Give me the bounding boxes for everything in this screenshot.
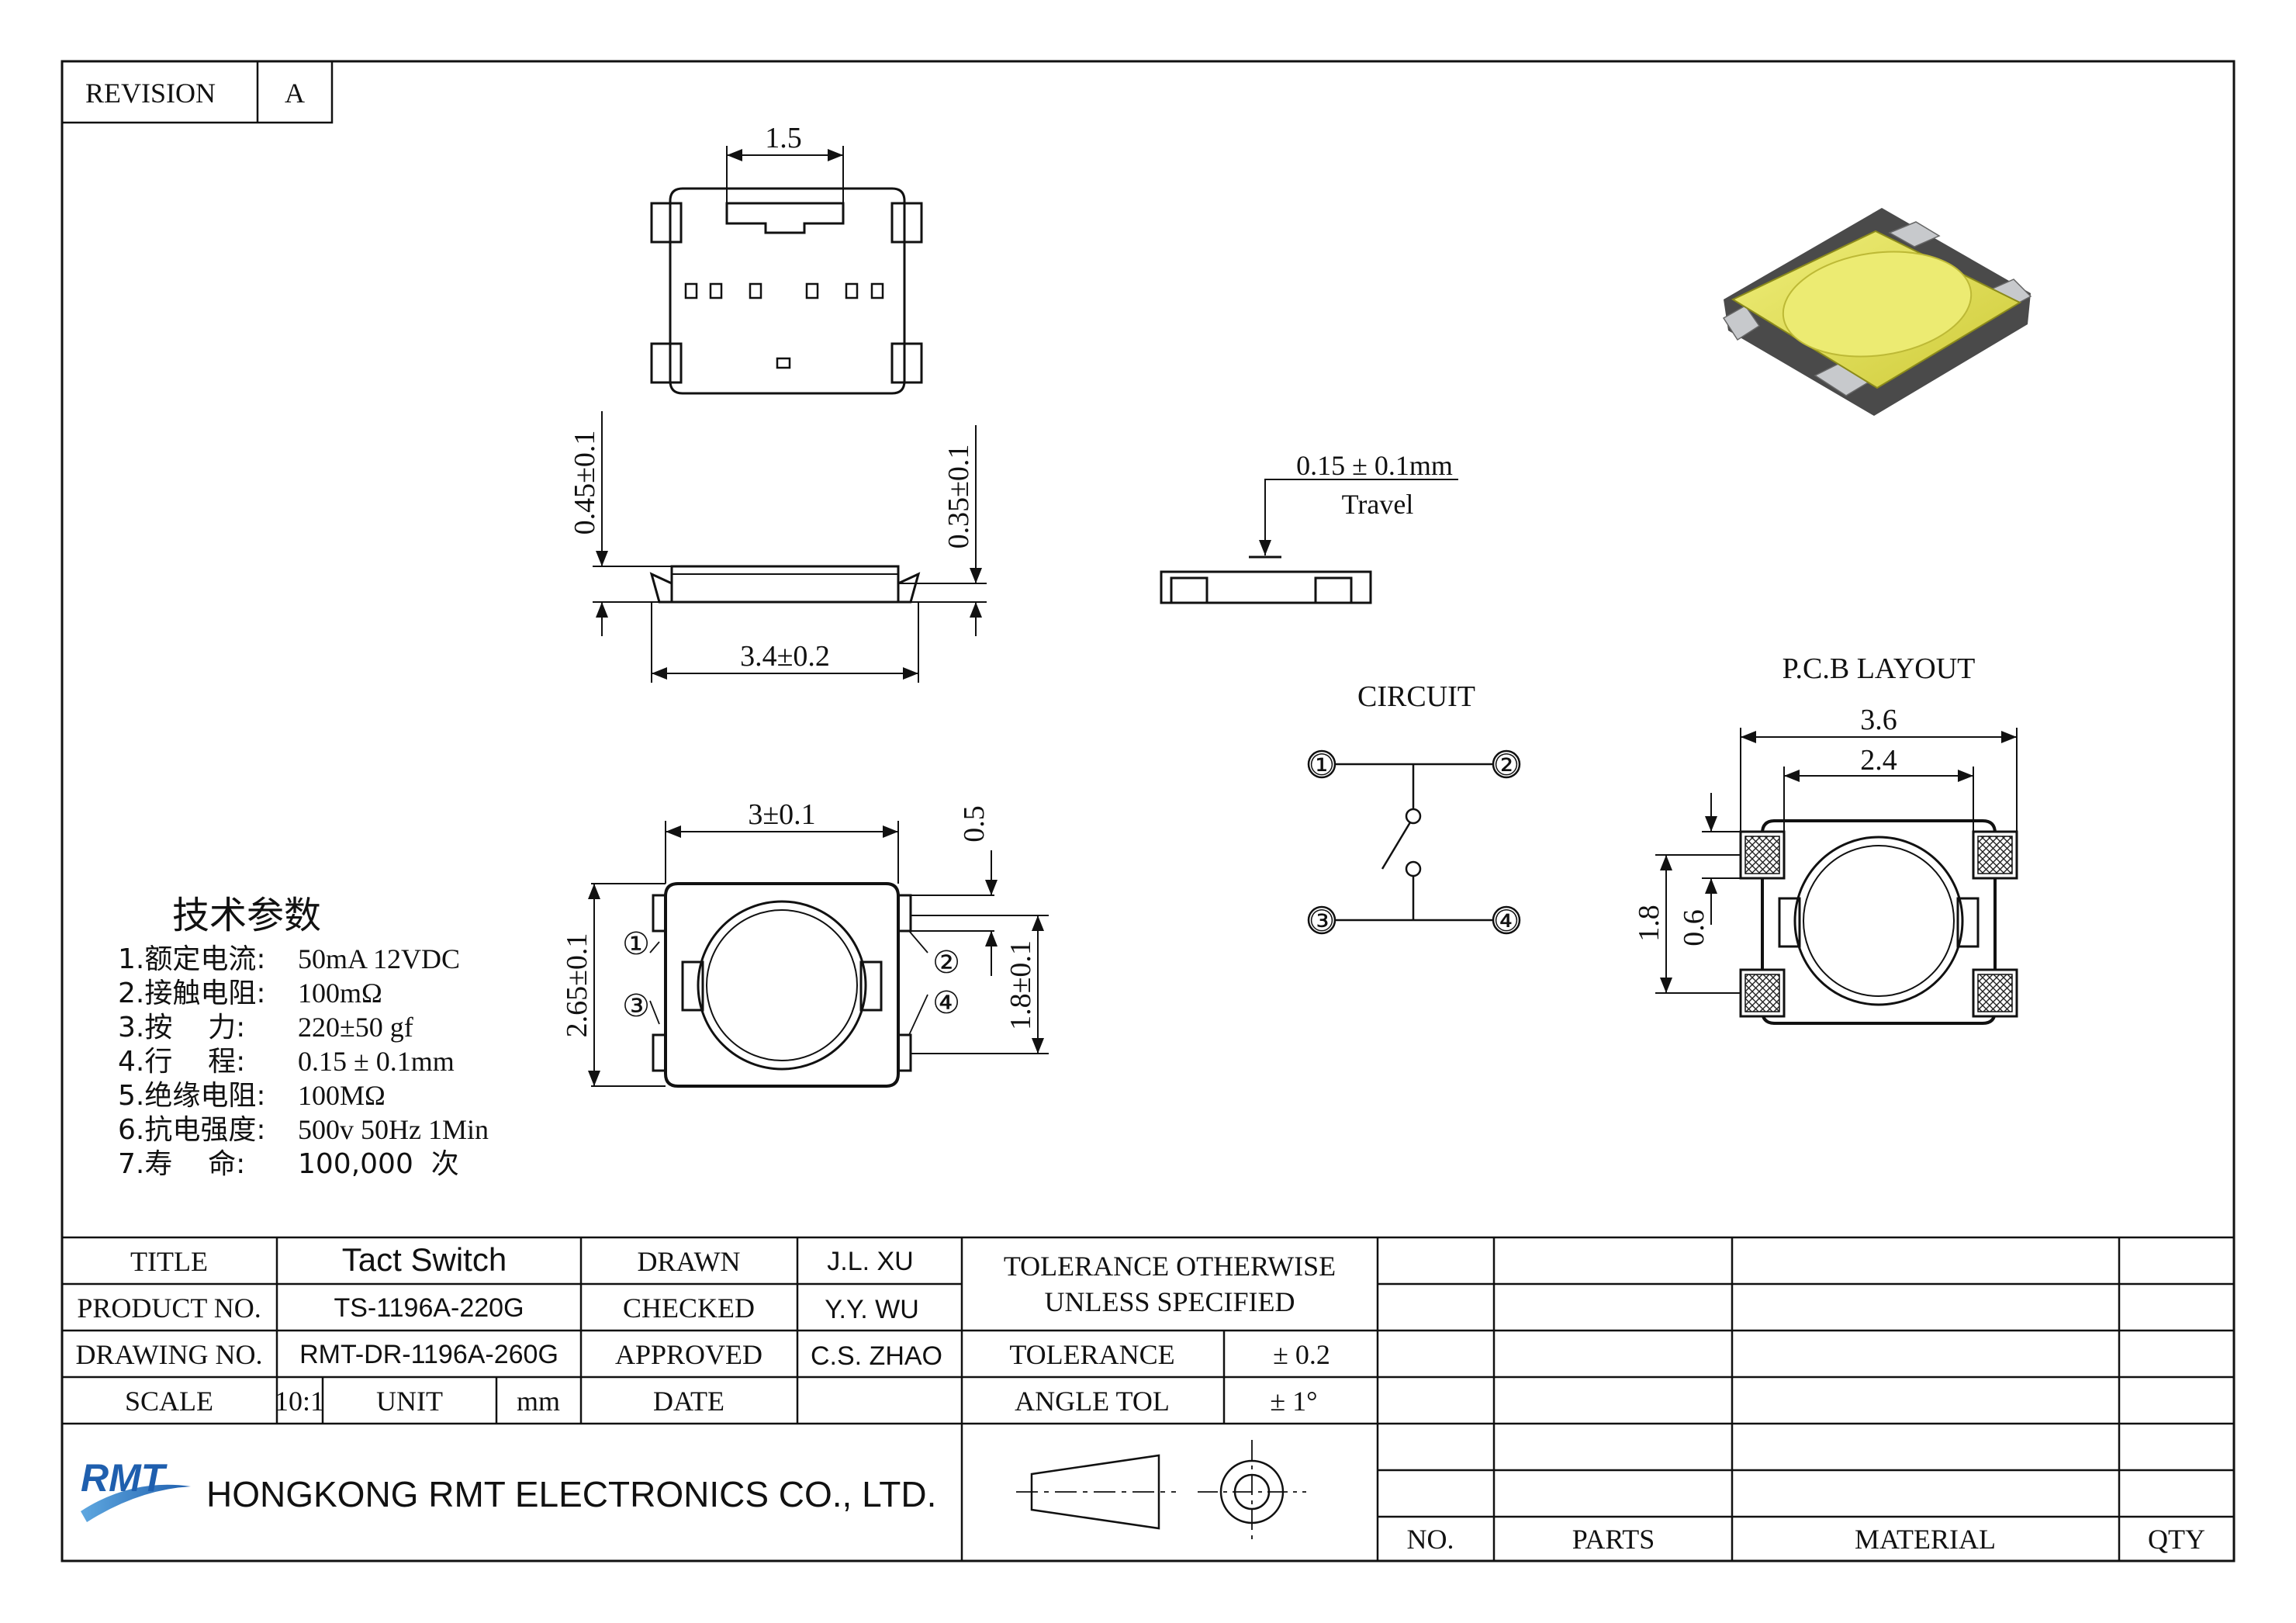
tolerance-label: TOLERANCE bbox=[1009, 1339, 1174, 1370]
revision-label: REVISION bbox=[85, 78, 216, 109]
circuit-title: CIRCUIT bbox=[1357, 680, 1475, 713]
circuit-pin-3: ③ bbox=[1309, 904, 1335, 938]
tolerance-value: ± 0.2 bbox=[1273, 1339, 1330, 1370]
checked-value: Y.Y. WU bbox=[825, 1295, 919, 1324]
spec-label: 2.接触电阻: bbox=[118, 978, 265, 1009]
parts-header-no: NO. bbox=[1407, 1524, 1454, 1555]
approved-value: C.S. ZHAO bbox=[811, 1341, 942, 1371]
circuit-schematic bbox=[1307, 749, 1521, 935]
circuit-pin-1: ① bbox=[1309, 748, 1335, 782]
dim-height-a: 0.45±0.1 bbox=[569, 431, 601, 535]
bottom-view-dimensions bbox=[588, 821, 1049, 1087]
pcb-dimensions bbox=[1655, 728, 2018, 994]
switch-3d-render bbox=[1722, 208, 2032, 416]
spec-value: 220±50 gf bbox=[298, 1012, 413, 1043]
title-label: TITLE bbox=[130, 1246, 208, 1277]
parts-header-qty: QTY bbox=[2148, 1524, 2205, 1555]
title-value: Tact Switch bbox=[342, 1241, 507, 1278]
bottom-pin-3: ③ bbox=[622, 988, 650, 1024]
parts-header-material: MATERIAL bbox=[1855, 1524, 1996, 1555]
pcb-layout bbox=[1739, 819, 2018, 1025]
drawing-value: RMT-DR-1196A-260G bbox=[299, 1340, 558, 1369]
side-view-dimensions bbox=[593, 411, 987, 683]
travel-leader bbox=[1259, 479, 1458, 555]
travel-value: 0.15 ± 0.1mm bbox=[1296, 450, 1453, 481]
spec-label: 7.寿 命: bbox=[118, 1148, 245, 1180]
dim-side-width: 3.4±0.2 bbox=[740, 640, 830, 673]
sheet-border bbox=[61, 60, 2235, 1562]
angle-value: ± 1° bbox=[1270, 1386, 1317, 1417]
date-label: DATE bbox=[653, 1386, 724, 1417]
pcb-inner-width: 2.4 bbox=[1860, 744, 1897, 777]
bottom-pin-leaders bbox=[649, 930, 928, 1036]
spec-value: 100mΩ bbox=[298, 978, 382, 1009]
spec-label: 3.按 力: bbox=[118, 1012, 245, 1043]
circuit-pin-4: ④ bbox=[1493, 904, 1520, 938]
revision-value: A bbox=[285, 78, 305, 109]
checked-label: CHECKED bbox=[623, 1293, 755, 1324]
drawing-label: DRAWING NO. bbox=[75, 1339, 262, 1370]
travel-view bbox=[1160, 555, 1372, 604]
tolerance-note-2: UNLESS SPECIFIED bbox=[1044, 1286, 1295, 1317]
tolerance-note-1: TOLERANCE OTHERWISE bbox=[1004, 1251, 1336, 1282]
bottom-pin-4: ④ bbox=[932, 985, 960, 1021]
spec-label: 4.行 程: bbox=[118, 1046, 245, 1078]
parts-table-header: NO. PARTS MATERIAL QTY bbox=[1407, 1524, 2206, 1555]
title-block: TITLE Tact Switch PRODUCT NO. TS-1196A-2… bbox=[75, 1241, 1336, 1417]
bottom-view bbox=[652, 882, 912, 1088]
unit-label: UNIT bbox=[376, 1386, 443, 1417]
side-view bbox=[649, 565, 921, 604]
spec-value: 100,000 次 bbox=[298, 1148, 459, 1180]
dim-bottom-width: 3±0.1 bbox=[748, 798, 815, 831]
pcb-pad: 0.6 bbox=[1678, 909, 1710, 946]
spec-label: 5.绝缘电阻: bbox=[118, 1080, 265, 1112]
bottom-pin-1: ① bbox=[622, 926, 650, 962]
spec-value: 0.15 ± 0.1mm bbox=[298, 1046, 455, 1077]
approved-label: APPROVED bbox=[615, 1339, 762, 1370]
unit-value: mm bbox=[517, 1386, 560, 1417]
specs-list: 1.额定电流: 50mA 12VDC 2.接触电阻: 100mΩ 3.按 力: … bbox=[118, 943, 489, 1180]
spec-value: 100MΩ bbox=[298, 1080, 386, 1111]
title-block-grid bbox=[62, 1236, 2234, 1561]
spec-label: 6.抗电强度: bbox=[118, 1114, 265, 1146]
angle-label: ANGLE TOL bbox=[1015, 1386, 1170, 1417]
product-label: PRODUCT NO. bbox=[77, 1293, 261, 1324]
drawn-label: DRAWN bbox=[637, 1246, 740, 1277]
product-value: TS-1196A-220G bbox=[334, 1293, 524, 1323]
specs-heading: 技术参数 bbox=[172, 894, 321, 937]
dim-pin-gap: 0.5 bbox=[958, 805, 991, 843]
revision-box: REVISION A bbox=[61, 60, 334, 124]
company-logo: RMT bbox=[81, 1456, 191, 1522]
scale-label: SCALE bbox=[125, 1386, 213, 1417]
dim-bottom-height: 2.65±0.1 bbox=[561, 933, 593, 1038]
top-view-dimension bbox=[726, 146, 844, 203]
dim-height-b: 0.35±0.1 bbox=[942, 445, 975, 549]
parts-header-parts: PARTS bbox=[1572, 1524, 1655, 1555]
scale-value: 10:1 bbox=[275, 1386, 324, 1417]
dim-top-width: 1.5 bbox=[765, 122, 802, 154]
projection-symbol bbox=[1016, 1440, 1306, 1544]
spec-label: 1.额定电流: bbox=[118, 943, 265, 975]
dim-pin-pitch: 1.8±0.1 bbox=[1004, 940, 1037, 1030]
pcb-title: P.C.B LAYOUT bbox=[1783, 652, 1976, 685]
drawn-value: J.L. XU bbox=[827, 1247, 913, 1276]
top-view bbox=[650, 187, 923, 395]
spec-value: 500v 50Hz 1Min bbox=[298, 1114, 489, 1145]
travel-label: Travel bbox=[1342, 489, 1414, 520]
spec-value: 50mA 12VDC bbox=[298, 943, 460, 974]
company-name: HONGKONG RMT ELECTRONICS CO., LTD. bbox=[206, 1474, 936, 1514]
company-logo-text: RMT bbox=[81, 1456, 168, 1500]
pcb-pitch: 1.8 bbox=[1633, 905, 1665, 942]
pcb-outer-width: 3.6 bbox=[1860, 704, 1897, 736]
bottom-pin-2: ② bbox=[932, 945, 960, 981]
circuit-pin-2: ② bbox=[1493, 748, 1520, 782]
